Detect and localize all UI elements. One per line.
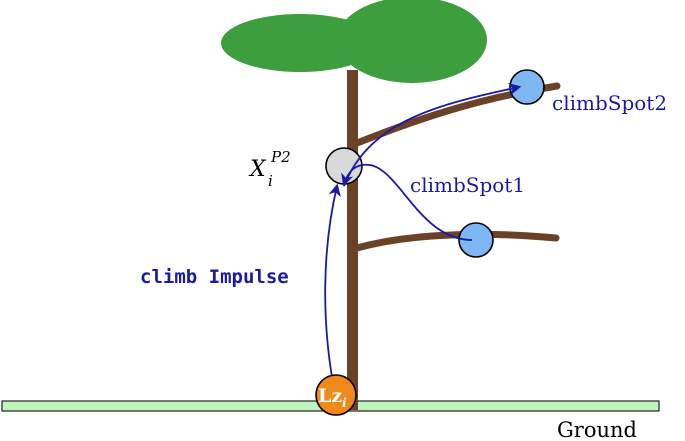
label-x-p2: X — [248, 157, 267, 182]
label-ground: Ground — [557, 418, 637, 441]
node-lz-label: Lzi — [318, 385, 347, 410]
tree-trunk — [347, 70, 358, 410]
node-climb-spot-1 — [458, 222, 494, 258]
label-climb-impulse: climb Impulse — [140, 266, 289, 288]
label-climb-spot-1: climbSpot1 — [410, 173, 525, 197]
label-x-sup: P2 — [270, 148, 291, 166]
lower-branch — [353, 230, 560, 252]
arrow-climb-impulse — [324, 183, 341, 384]
lz-main-text: Lz — [318, 385, 342, 407]
node-lz — [315, 374, 357, 416]
x-main-text: X — [248, 157, 267, 182]
canopy-right — [337, 0, 487, 83]
arrow-x-to-spot2 — [343, 82, 522, 187]
lz-sub-text: i — [342, 396, 347, 410]
label-x-sub: i — [268, 172, 273, 190]
label-climb-spot-2: climbSpot2 — [552, 91, 667, 115]
canopy-left — [221, 14, 379, 72]
